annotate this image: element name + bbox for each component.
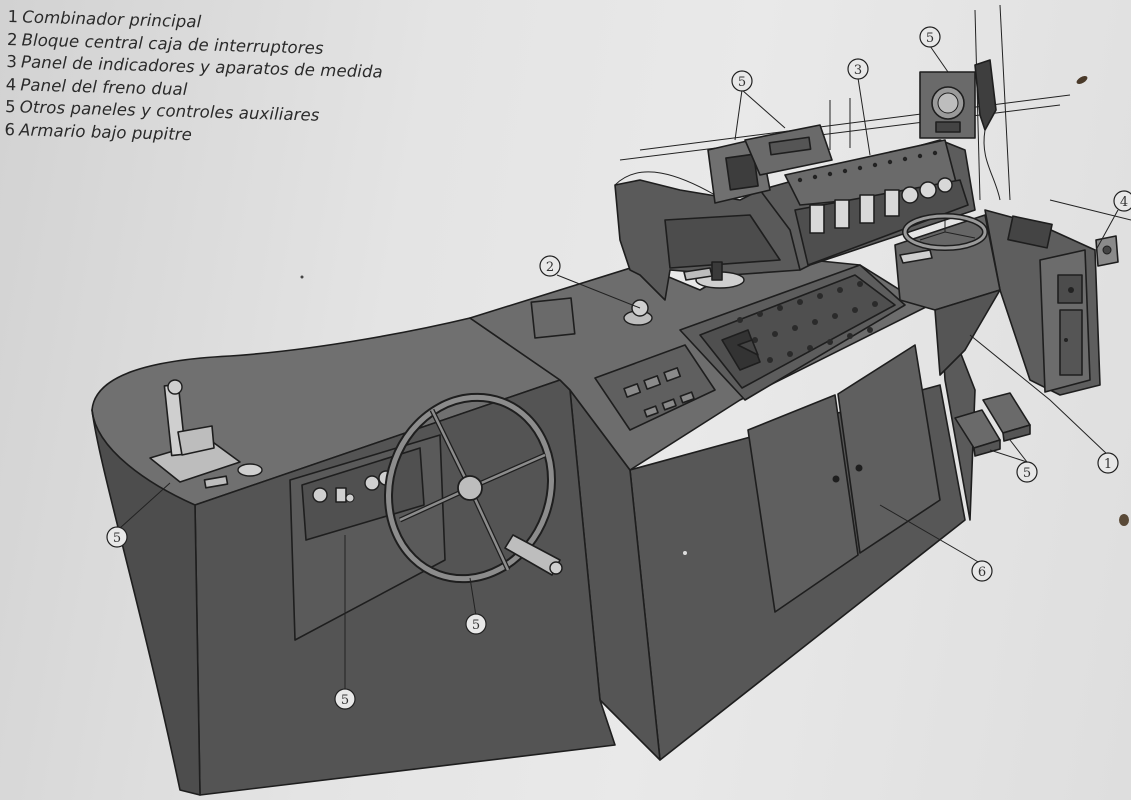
callout-5-top-right: 5 [919,26,941,48]
under-desk-cabinet [747,344,941,613]
svg-text:5: 5 [472,618,480,633]
svg-text:3: 3 [854,63,862,78]
callout-5-left: 5 [106,526,128,548]
dual-brake-panel [984,209,1119,396]
svg-text:5: 5 [341,693,349,708]
callout-3: 3 [847,58,869,80]
paper-stains [300,76,1129,555]
main-lever [721,329,761,371]
callouts: 5 5 3 2 4 1 5 5 [106,26,1131,710]
svg-text:5: 5 [113,531,121,546]
controller-switches [737,281,878,363]
svg-text:1: 1 [1104,457,1112,472]
svg-text:6: 6 [978,565,986,580]
callout-5-top-left: 5 [731,70,753,92]
floor-pedals [954,392,1031,457]
callout-5-wheel: 5 [465,613,487,635]
callout-2: 2 [539,255,561,277]
instrument-gauges [797,150,953,234]
svg-text:5: 5 [738,75,746,90]
right-desk-section [894,214,1001,376]
svg-text:4: 4 [1120,195,1128,210]
auxiliary-top-boxes [707,124,833,204]
left-brake-lever [149,379,263,489]
hand-wheel [384,392,563,584]
central-switch-panel [623,367,695,418]
callout-6: 6 [971,560,993,582]
callout-5-pedals: 5 [1016,461,1038,483]
callout-5-panel: 5 [334,688,356,710]
svg-text:2: 2 [546,260,554,275]
leader-lines [119,45,1119,690]
rear-gantry-frame [614,171,801,301]
callout-4: 4 [1113,190,1131,212]
callout-1: 1 [1097,452,1119,474]
small-wheel [899,213,988,264]
svg-text:5: 5 [926,31,934,46]
svg-text:5: 5 [1023,466,1031,481]
